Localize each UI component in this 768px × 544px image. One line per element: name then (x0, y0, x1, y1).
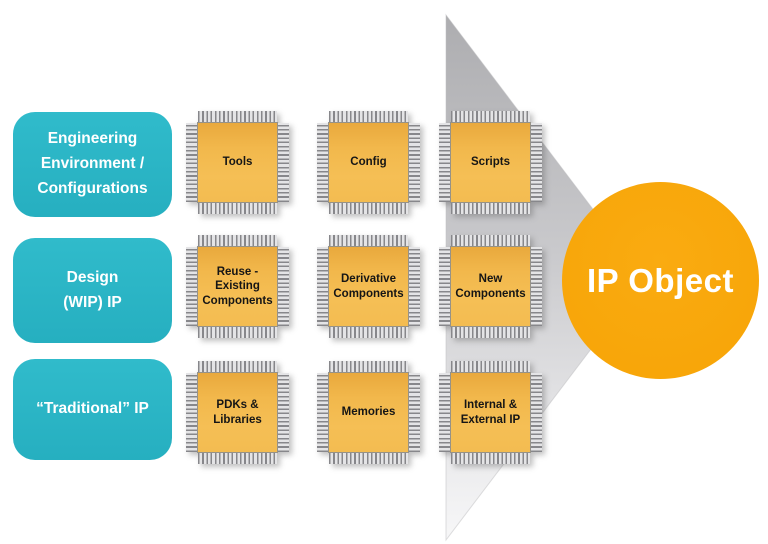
chip-body: New Components (450, 246, 531, 327)
chip-pins-right (407, 123, 420, 202)
chip-body: Memories (328, 372, 409, 453)
chip-pins-bottom (329, 325, 408, 338)
chip-body: Reuse - Existing Components (197, 246, 278, 327)
chip-label: Internal & External IP (460, 399, 521, 426)
chip-body: PDKs & Libraries (197, 372, 278, 453)
chip-pins-left (186, 123, 199, 202)
chip-pins-left (186, 247, 199, 326)
chip-pins-left (439, 247, 452, 326)
chip-label: New Components (455, 273, 526, 300)
chip-pins-left (317, 247, 330, 326)
chip-body: Scripts (450, 122, 531, 203)
chip-pins-bottom (198, 451, 277, 464)
chip-memories: Memories (317, 361, 420, 464)
row-label-line: Engineering (47, 130, 138, 148)
chip-label: Config (350, 156, 387, 169)
chip-pins-right (529, 123, 542, 202)
chip-body: Internal & External IP (450, 372, 531, 453)
chip-pins-right (276, 373, 289, 452)
chip-config: Config (317, 111, 420, 214)
chip-body: Tools (197, 122, 278, 203)
chip-new-components: New Components (439, 235, 542, 338)
chip-label: Memories (341, 406, 396, 419)
chip-pins-bottom (451, 325, 530, 338)
chip-pins-left (439, 123, 452, 202)
chip-pdks-libraries: PDKs & Libraries (186, 361, 289, 464)
chip-pins-left (439, 373, 452, 452)
chip-pins-right (407, 247, 420, 326)
chip-internal-external-ip: Internal & External IP (439, 361, 542, 464)
chip-pins-top (451, 235, 530, 248)
chip-pins-bottom (329, 201, 408, 214)
chip-label: Scripts (471, 156, 510, 169)
chip-pins-left (317, 373, 330, 452)
row-label-traditional-ip: “Traditional” IP (13, 359, 172, 460)
chip-body: Config (328, 122, 409, 203)
chip-pins-top (198, 235, 277, 248)
chip-pins-bottom (198, 201, 277, 214)
chip-pins-bottom (329, 451, 408, 464)
chip-pins-top (451, 111, 530, 124)
chip-pins-top (329, 235, 408, 248)
ip-object-label: IP Object (587, 261, 734, 299)
chip-derivative-components: Derivative Components (317, 235, 420, 338)
chip-label: Reuse - Existing Components (202, 265, 273, 307)
row-label-line: Environment / (40, 155, 145, 173)
chip-pins-right (407, 373, 420, 452)
chip-pins-top (451, 361, 530, 374)
chip-pins-right (529, 247, 542, 326)
chip-pins-left (186, 373, 199, 452)
chip-pins-top (198, 361, 277, 374)
chip-label: PDKs & Libraries (213, 399, 262, 426)
chip-pins-top (198, 111, 277, 124)
chip-pins-top (329, 361, 408, 374)
chip-pins-bottom (198, 325, 277, 338)
ip-object-circle: IP Object (562, 182, 759, 379)
chip-body: Derivative Components (328, 246, 409, 327)
row-label-design-wip-ip: Design (WIP) IP (13, 238, 172, 343)
chip-pins-top (329, 111, 408, 124)
chip-scripts: Scripts (439, 111, 542, 214)
chip-pins-bottom (451, 451, 530, 464)
row-label-line: Design (66, 268, 119, 286)
chip-pins-right (276, 123, 289, 202)
row-label-line: “Traditional” IP (36, 400, 149, 418)
chip-label: Tools (222, 156, 253, 169)
chip-pins-right (529, 373, 542, 452)
chip-tools: Tools (186, 111, 289, 214)
row-label-engineering-environment: Engineering Environment / Configurations (13, 112, 172, 217)
row-label-line: Configurations (37, 179, 148, 197)
chip-pins-left (317, 123, 330, 202)
chip-reuse-existing-components: Reuse - Existing Components (186, 235, 289, 338)
chip-label: Derivative Components (333, 273, 404, 300)
row-label-line: (WIP) IP (63, 293, 122, 311)
chip-pins-right (276, 247, 289, 326)
chip-pins-bottom (451, 201, 530, 214)
